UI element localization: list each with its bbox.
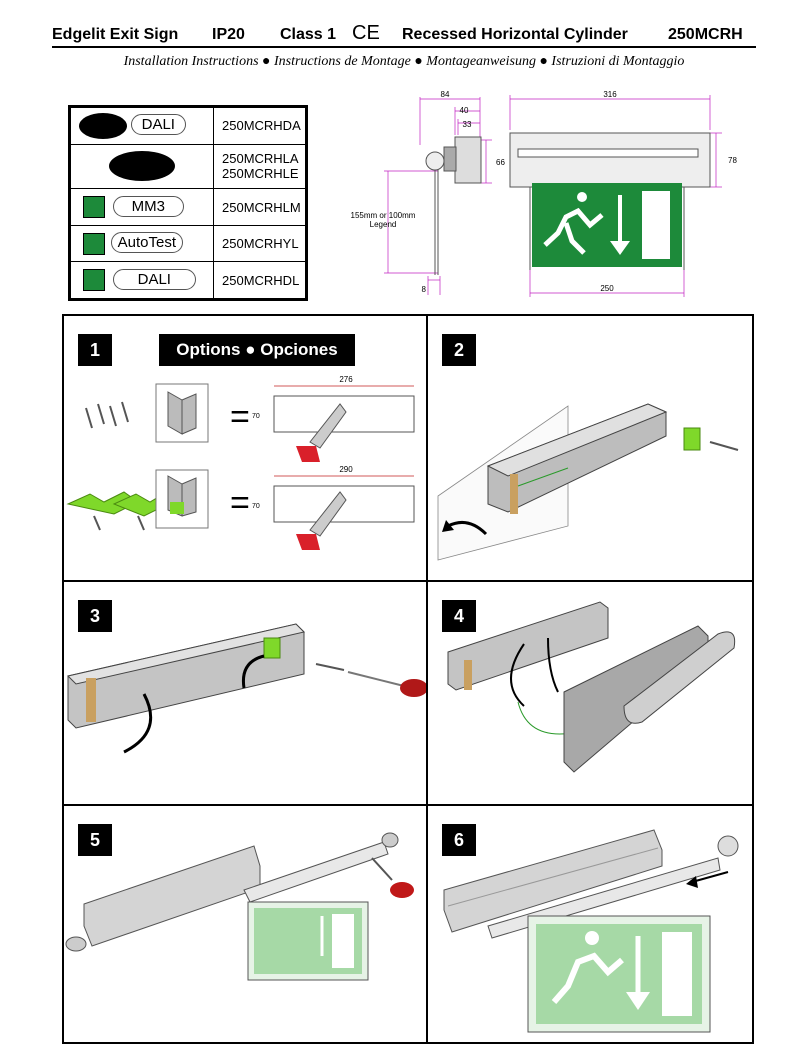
dim-316: 316 (603, 90, 617, 99)
model-row: 250MCRHLA 250MCRHLE (70, 143, 306, 190)
step-number: 5 (78, 824, 112, 856)
options-heading: Options ● Opciones (159, 334, 355, 366)
model-label: AutoTest (110, 232, 183, 254)
model-label: DALI (130, 114, 186, 136)
step-1-illustration: = 276 70 = 290 70 (66, 375, 415, 550)
dim-66: 66 (496, 158, 505, 167)
cut-height-2: 70 (252, 503, 260, 510)
model-label: MM3 (112, 195, 184, 217)
model-row: AutoTest 250MCRHYL (70, 224, 306, 263)
model-row: DALI 250MCRHDA (70, 107, 306, 145)
title-ip: IP20 (212, 26, 245, 43)
mains-icon (79, 112, 127, 139)
step-number: 3 (78, 600, 112, 632)
step-number: 2 (442, 334, 476, 366)
dim-78: 78 (728, 156, 737, 165)
dimension-drawing: 84 40 33 66 316 78 250 8 155mm or 100mm … (350, 90, 737, 297)
model-row: DALI 250MCRHDL (70, 261, 306, 299)
exit-sign-icon (83, 269, 105, 292)
legend-note: 155mm or 100mm Legend (350, 211, 416, 229)
cut-height-1: 70 (252, 413, 260, 420)
model-row: MM3 250MCRHLM (70, 188, 306, 226)
step-number: 1 (78, 334, 112, 366)
model-label: DALI (112, 268, 196, 290)
step-6-illustration (443, 829, 739, 1033)
model-table: DALI 250MCRHDA 250MCRHLA 250MCRHLE MM3 2… (68, 105, 308, 301)
exit-sign-icon (83, 232, 105, 255)
step-5-illustration (65, 832, 414, 981)
model-code: 250MCRHLM (222, 199, 301, 215)
dim-40: 40 (460, 106, 469, 115)
step-panel-5: 5 (63, 805, 427, 1043)
step-2-illustration (437, 403, 739, 561)
dim-33: 33 (463, 120, 472, 129)
model-code: 250MCRHDL (222, 272, 300, 288)
title-type: Recessed Horizontal Cylinder (402, 26, 628, 43)
title-code: 250MCRH (668, 26, 743, 43)
step-panel-6: 6 (427, 805, 753, 1043)
step-4-illustration (447, 601, 736, 773)
dim-250: 250 (600, 284, 614, 293)
screw-icon (85, 407, 93, 429)
cut-width-1: 276 (339, 375, 353, 384)
page-title: Edgelit Exit Sign IP20 Class 1 CE Recess… (52, 22, 756, 48)
step-panel-4: 4 (427, 581, 753, 805)
model-code: 250MCRHDA (222, 118, 301, 134)
subtitle: Installation Instructions ● Instructions… (123, 54, 685, 69)
ce-mark: CE (352, 22, 380, 44)
model-code: 250MCRHLA (222, 151, 299, 167)
equals-sign: = (230, 398, 250, 436)
model-code: 250MCRHYL (222, 236, 299, 252)
step-panel-2: 2 (427, 315, 753, 581)
mains-icon (109, 151, 175, 182)
dim-8: 8 (422, 285, 427, 294)
equals-sign: = (230, 484, 250, 522)
cut-width-2: 290 (339, 465, 353, 474)
steps-grid: 1 Options ● Opciones = 276 70 (62, 314, 754, 1044)
step-number: 6 (442, 824, 476, 856)
step-panel-3: 3 (63, 581, 427, 805)
model-code: 250MCRHLE (222, 166, 299, 182)
step-number: 4 (442, 600, 476, 632)
title-product: Edgelit Exit Sign (52, 26, 179, 43)
dim-84: 84 (441, 90, 450, 99)
step-panel-1: 1 Options ● Opciones = 276 70 (63, 315, 427, 581)
exit-sign-icon (83, 196, 105, 219)
title-class: Class 1 (280, 26, 337, 43)
step-3-illustration (67, 623, 426, 754)
